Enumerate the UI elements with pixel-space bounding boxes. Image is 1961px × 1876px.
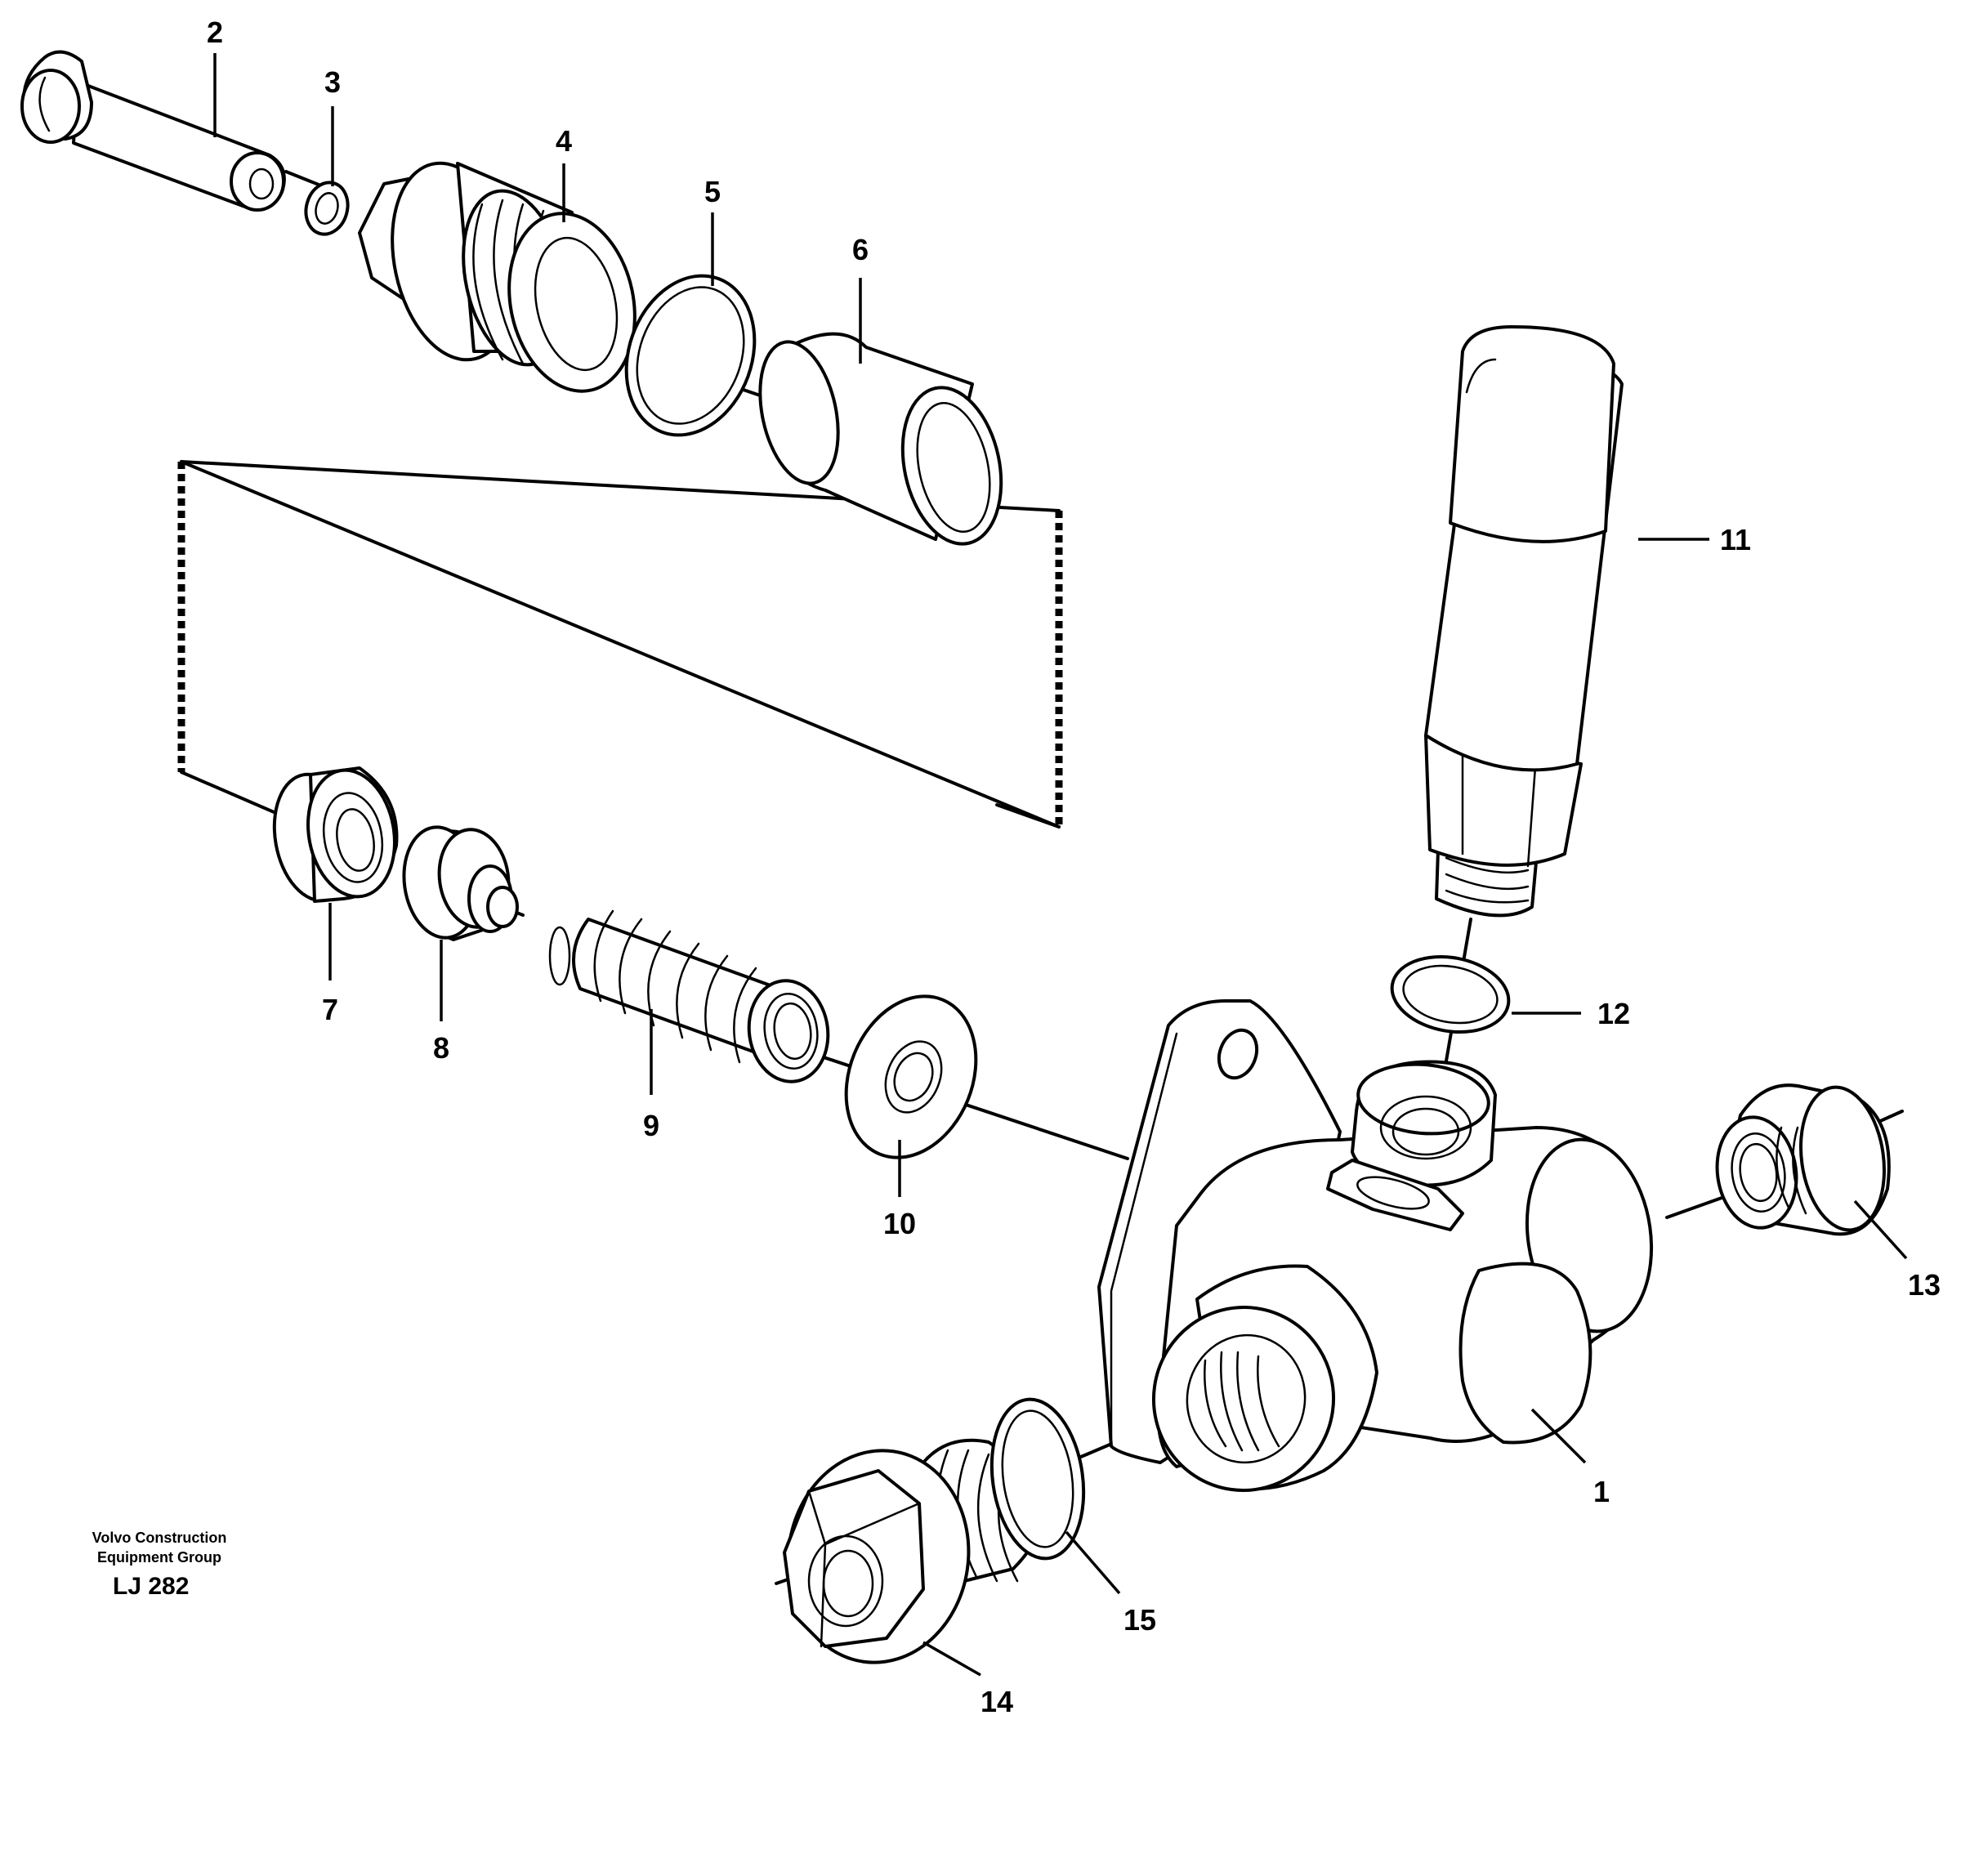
callout-14: 14 [981, 1685, 1013, 1718]
part-1-pump-body [1097, 999, 1654, 1492]
callout-4: 4 [556, 124, 572, 158]
callout-5: 5 [704, 175, 721, 208]
callout-15: 15 [1123, 1603, 1156, 1637]
callout-9: 9 [643, 1109, 659, 1142]
callout-8: 8 [433, 1031, 449, 1065]
callout-12: 12 [1597, 997, 1630, 1030]
callout-11: 11 [1720, 523, 1751, 556]
publisher-line-2: Equipment Group [97, 1549, 221, 1566]
part-2-pin [20, 50, 286, 212]
callout-leaders [213, 53, 1908, 1677]
callout-numbers: 2 3 4 5 6 11 12 13 1 14 15 7 8 9 10 [207, 16, 1941, 1718]
callout-6: 6 [852, 233, 869, 266]
part-11-primer-cap [1424, 325, 1624, 918]
part-8-piston [402, 825, 519, 941]
callout-1: 1 [1593, 1475, 1610, 1508]
part-7-seat [272, 766, 399, 903]
part-5-seal-ring [624, 274, 757, 437]
callout-13: 13 [1908, 1268, 1941, 1302]
part-10-washer [844, 994, 978, 1159]
publisher-line-1: Volvo Construction [92, 1530, 227, 1546]
part-14-fitting [783, 1438, 1044, 1664]
part-4-threaded-housing [358, 161, 637, 393]
part-9-spring [548, 909, 830, 1083]
callout-10: 10 [883, 1207, 916, 1240]
callout-2: 2 [207, 16, 223, 49]
part-13-plug [1715, 1083, 1891, 1236]
part-3-o-ring [304, 181, 350, 236]
callout-3: 3 [324, 65, 341, 99]
callout-7: 7 [322, 993, 338, 1026]
part-12-o-ring [1390, 954, 1511, 1034]
part-15-o-ring [989, 1397, 1086, 1561]
part-6-sleeve [758, 332, 1003, 546]
illustration-code: LJ 282 [113, 1573, 190, 1600]
publisher-credit: Volvo Construction Equipment Group [78, 1528, 241, 1567]
